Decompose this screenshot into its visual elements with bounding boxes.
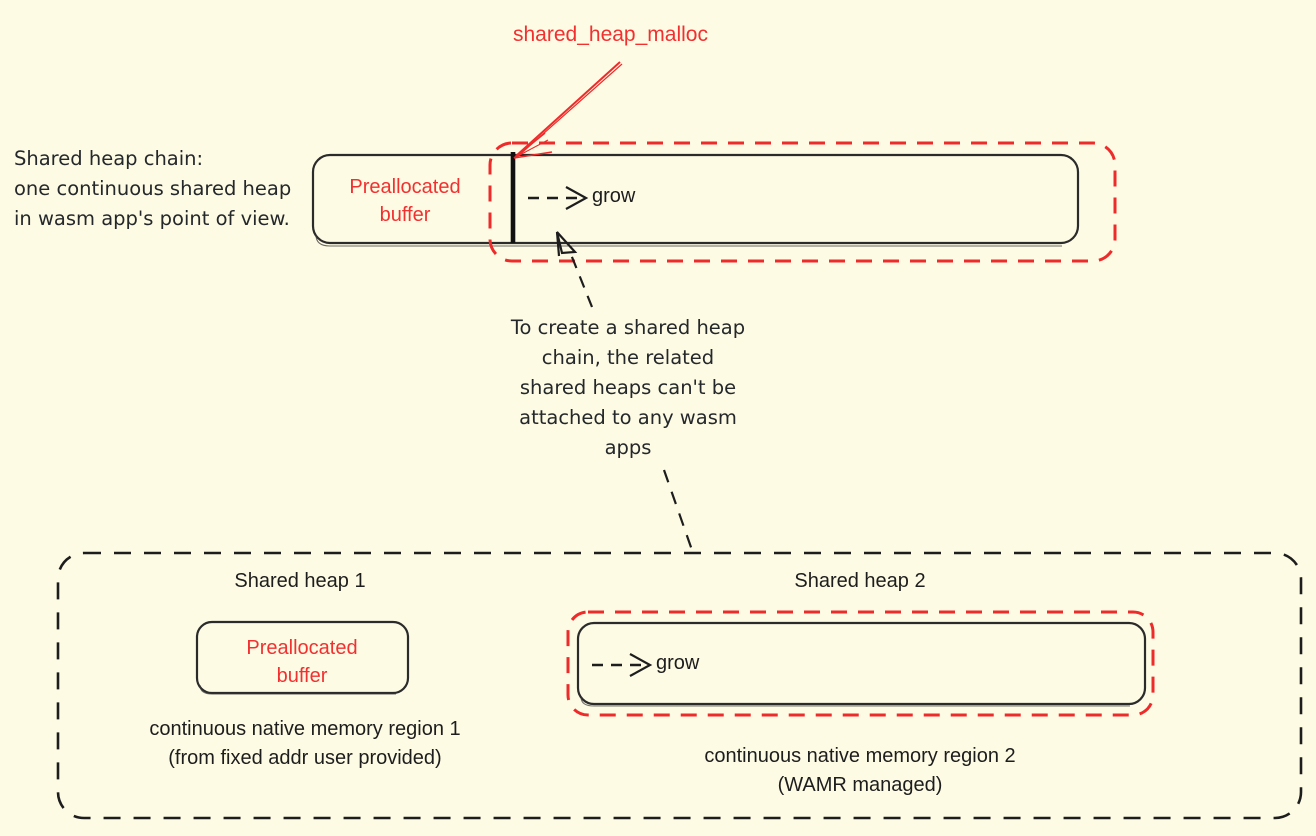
grow-arrow-head-bottom <box>629 653 653 677</box>
malloc-pointer-arrow-icon <box>513 61 623 159</box>
callout-arrow-shaft <box>568 251 594 308</box>
shared-heap-malloc-label: shared_heap_malloc <box>513 23 708 46</box>
shared-heap-chain-bar <box>311 152 1080 247</box>
native-memory-container-outline <box>56 551 1303 820</box>
preallocated-buffer-label-top: Preallocated buffer <box>349 176 461 226</box>
dashed-arrow-right-icon-top <box>528 186 589 210</box>
red-dashed-outline-bottom <box>566 610 1155 717</box>
chain-bar-outline <box>311 153 1080 245</box>
red-dashed-outline-top <box>488 141 1117 263</box>
dashed-arrow-right-icon-bottom <box>592 653 653 677</box>
callout-arrow-head <box>555 231 578 255</box>
malloc-arrowhead-lower <box>513 151 553 159</box>
malloc-arrow-shaft-a <box>515 61 621 157</box>
shared-heap-chain-rule-note: To create a shared heap chain, the relat… <box>510 316 746 459</box>
native-memory-region-1-caption: continuous native memory region 1 (from … <box>149 718 461 769</box>
heap2-box-shadow-edge <box>580 696 1130 707</box>
heap1-buffer-outline <box>195 620 410 695</box>
grow-arrow-head-top <box>565 186 589 210</box>
grow-label-top: grow <box>592 185 636 207</box>
callout-arrow-head-stem <box>555 231 561 257</box>
top-red-dashed-region <box>488 141 1117 263</box>
note-leader-line <box>662 469 695 554</box>
grow-label-bottom: grow <box>656 652 700 674</box>
note-to-region-leader <box>662 469 695 554</box>
heap2-group <box>566 610 1155 717</box>
shared-heap-2-title: Shared heap 2 <box>794 570 926 592</box>
preallocated-buffer-label-bottom: Preallocated buffer <box>246 637 358 687</box>
heap1-buffer-box <box>195 620 410 695</box>
heap2-box-outline <box>576 621 1147 706</box>
shared-heap-chain-note: Shared heap chain: one continuous shared… <box>14 147 292 230</box>
chain-bar-shadow-edge <box>315 234 1062 247</box>
callout-arrow-icon <box>555 231 594 308</box>
shared-heap-1-title: Shared heap 1 <box>234 570 366 592</box>
native-memory-container <box>56 551 1303 820</box>
heap1-buffer-shadow-edge <box>199 684 396 695</box>
malloc-arrowhead-mid <box>513 139 549 159</box>
malloc-arrowhead-upper <box>513 132 546 159</box>
native-memory-region-2-caption: continuous native memory region 2 (WAMR … <box>704 745 1016 796</box>
